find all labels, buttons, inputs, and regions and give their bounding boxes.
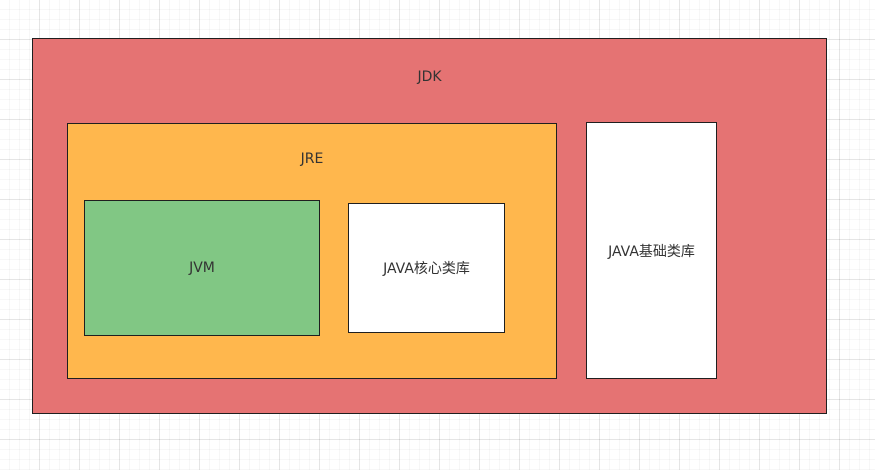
java-base-library-box: JAVA基础类库	[586, 122, 717, 379]
jvm-label: JVM	[189, 260, 215, 276]
jre-label: JRE	[300, 151, 324, 167]
jvm-box: JVM	[84, 200, 320, 336]
java-core-library-label: JAVA核心类库	[383, 261, 470, 277]
java-core-library-box: JAVA核心类库	[348, 203, 505, 333]
jdk-label: JDK	[417, 69, 442, 85]
java-base-library-label: JAVA基础类库	[608, 243, 695, 260]
